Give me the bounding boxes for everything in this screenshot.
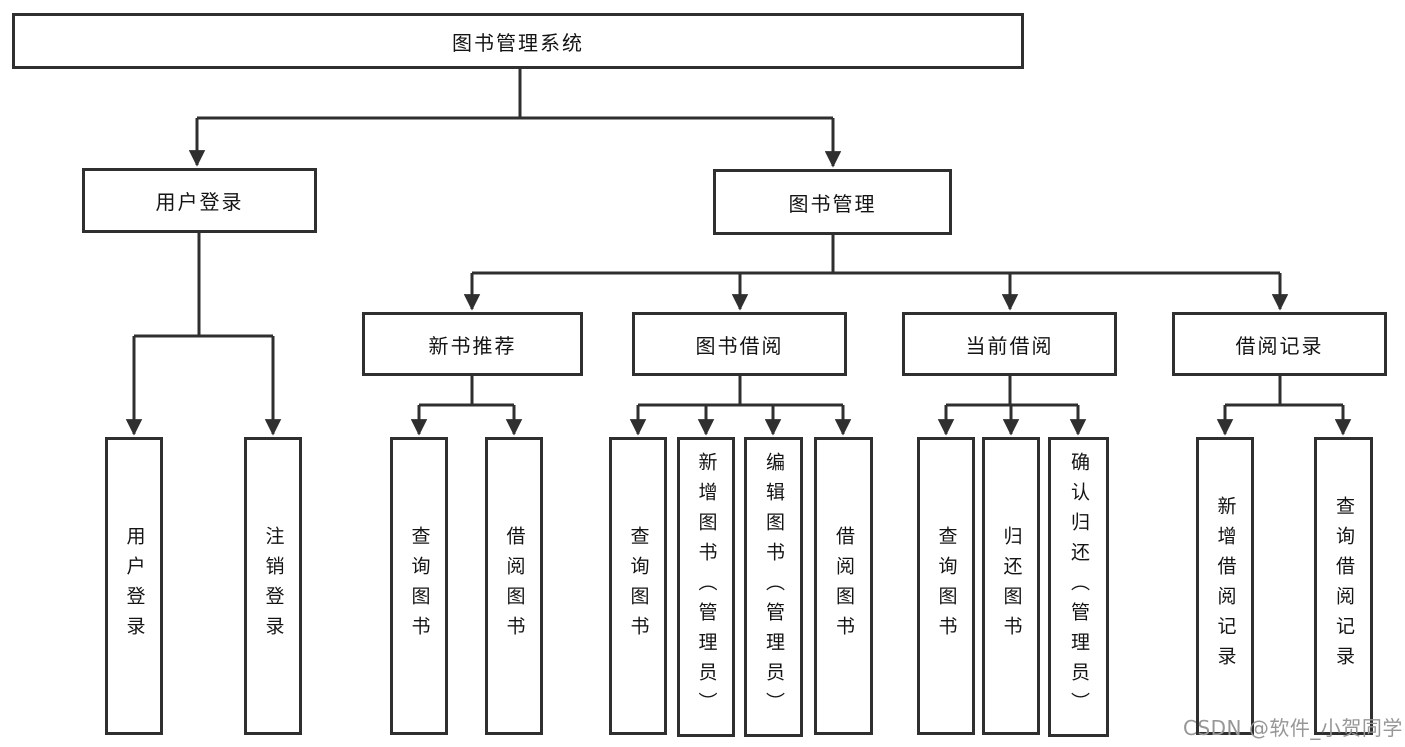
- node-label: 确认归还（管理员）: [1068, 452, 1090, 722]
- node-book-borrow: 图书借阅: [632, 312, 847, 376]
- node-label: 图书管理: [788, 191, 877, 216]
- connector-borrow-records-spine: [1225, 375, 1343, 407]
- node-user-login: 用户登录: [82, 168, 317, 233]
- node-label: 查询借阅记录: [1333, 496, 1355, 676]
- connector-root-spine: [197, 68, 833, 120]
- node-label: 归还图书: [1000, 526, 1023, 646]
- leaf-records-query-record: 查询借阅记录: [1314, 437, 1373, 735]
- node-label: 新增图书（管理员）: [695, 452, 718, 722]
- node-book-management: 图书管理: [713, 169, 952, 235]
- node-label: 注销登录: [262, 526, 285, 646]
- node-label: 查询图书: [408, 526, 431, 646]
- node-label: 新增借阅记录: [1214, 496, 1237, 676]
- leaf-borrow-edit-book-admin: 编辑图书（管理员）: [744, 437, 803, 737]
- leaf-borrow-query-book: 查询图书: [609, 437, 667, 735]
- leaf-records-add-record: 新增借阅记录: [1196, 437, 1254, 735]
- watermark: CSDN @软件_小贺同学: [1183, 716, 1403, 740]
- node-label: 编辑图书（管理员）: [763, 452, 785, 722]
- node-current-borrow: 当前借阅: [902, 312, 1117, 376]
- node-label: 图书借阅: [695, 333, 784, 358]
- leaf-current-return-book: 归还图书: [982, 437, 1040, 735]
- node-label: 新书推荐: [428, 333, 517, 358]
- node-label: 图书管理系统: [452, 30, 584, 55]
- node-label: 借阅记录: [1235, 333, 1324, 358]
- leaf-current-confirm-return-admin: 确认归还（管理员）: [1048, 437, 1109, 737]
- leaf-user-login: 用户登录: [105, 437, 163, 735]
- leaf-borrow-borrow-book: 借阅图书: [814, 437, 873, 735]
- leaf-current-query-book: 查询图书: [917, 437, 975, 735]
- leaf-recommend-borrow-book: 借阅图书: [485, 437, 543, 735]
- node-borrow-records: 借阅记录: [1172, 312, 1387, 376]
- node-label: 查询图书: [935, 526, 958, 646]
- connector-current-borrow-spine: [946, 375, 1078, 407]
- connector-book-management-spine: [472, 234, 1280, 275]
- node-new-book-recommend: 新书推荐: [362, 312, 583, 376]
- node-label: 用户登录: [155, 190, 244, 214]
- leaf-recommend-query-book: 查询图书: [390, 437, 448, 735]
- node-label: 借阅图书: [503, 526, 526, 646]
- connector-user-login-spine: [134, 232, 273, 338]
- node-label: 当前借阅: [965, 333, 1054, 358]
- node-label: 借阅图书: [833, 526, 855, 646]
- connector-book-borrow-spine: [638, 375, 843, 407]
- node-root: 图书管理系统: [12, 13, 1024, 69]
- node-label: 查询图书: [627, 526, 650, 646]
- node-label: 用户登录: [123, 526, 146, 646]
- connector-new-book-recommend-spine: [419, 375, 514, 407]
- leaf-borrow-add-book-admin: 新增图书（管理员）: [677, 437, 735, 737]
- leaf-logout-login: 注销登录: [244, 437, 302, 735]
